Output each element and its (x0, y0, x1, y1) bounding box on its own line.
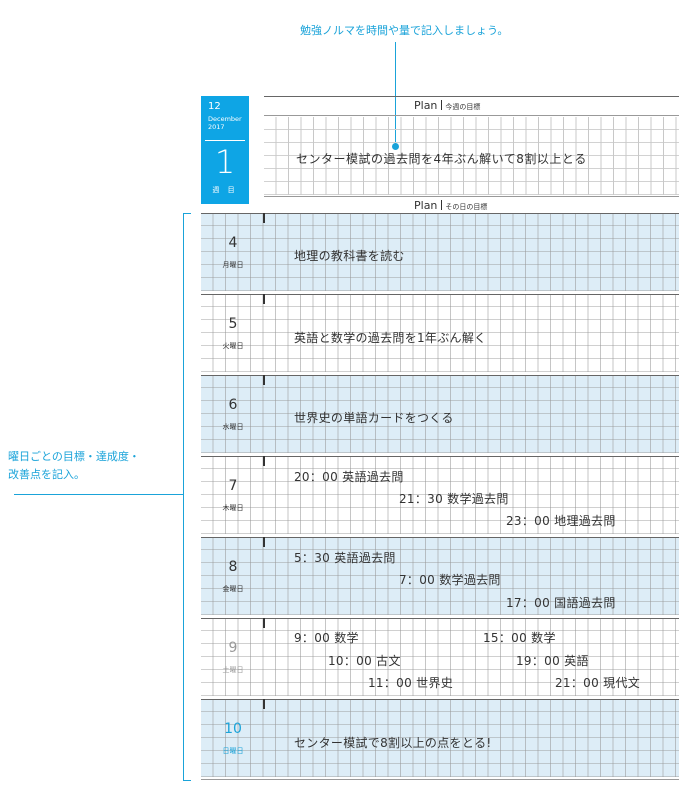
week-plan-rule (264, 115, 679, 116)
day-marker (263, 699, 265, 709)
day-marker (263, 213, 265, 223)
day-top-rule (201, 375, 679, 376)
day-entry: 5：30 英語過去問 (294, 551, 396, 565)
day-marker (263, 375, 265, 385)
day-row-monday[interactable]: 4 月曜日 地理の教科書を読む (201, 213, 679, 291)
week-goal-text: センター模試の過去問を4年ぶん解いて8割以上とる (296, 152, 587, 166)
day-top-rule (201, 699, 679, 700)
day-entry: 世界史の単語カードをつくる (294, 411, 454, 425)
badge-divider (205, 140, 245, 141)
badge-week-number: 1 (214, 143, 236, 181)
day-entry: 23：00 地理過去問 (506, 514, 616, 528)
day-plan-heading-bar (441, 200, 443, 210)
day-weekday-label: 日曜日 (222, 747, 244, 755)
day-entry: 7：00 数学過去問 (399, 573, 501, 587)
week-plan-heading-text: Plan (414, 99, 438, 112)
day-marker (263, 618, 265, 628)
day-top-rule (201, 294, 679, 295)
day-entry: 20：00 英語過去問 (294, 470, 404, 484)
day-weekday-label: 木曜日 (222, 504, 244, 512)
week-badge: 12 December 2017 1 週 目 (201, 96, 249, 204)
badge-month-year: December 2017 (208, 115, 242, 131)
badge-week-label: 週 目 (212, 186, 238, 194)
week-plan-heading-bar (441, 100, 443, 110)
week-plan-top-rule (264, 96, 679, 97)
day-entry: 11：00 世界史 (368, 676, 454, 690)
day-entry: 19：00 英語 (516, 654, 589, 668)
day-top-rule (201, 537, 679, 538)
day-plan-subheading: その日の目標 (445, 203, 488, 211)
day-row-saturday[interactable]: 9 土曜日 9：00 数学 10：00 古文 11：00 世界史 15：00 数… (201, 618, 679, 696)
day-number: 9 (228, 640, 238, 656)
day-entry: 15：00 数学 (483, 631, 556, 645)
left-bracket-leader-line (14, 494, 183, 495)
day-row-thursday[interactable]: 7 木曜日 20：00 英語過去問 21：30 数学過去問 23：00 地理過去… (201, 456, 679, 534)
badge-year: 2017 (208, 123, 225, 131)
day-marker (263, 294, 265, 304)
day-number: 5 (228, 316, 238, 332)
day-entry: センター模試で8割以上の点をとる! (294, 736, 492, 750)
week-goal-bottom-rule (264, 196, 679, 197)
day-weekday-label: 金曜日 (222, 585, 244, 593)
day-grid (201, 618, 679, 696)
day-row-sunday[interactable]: 10 日曜日 センター模試で8割以上の点をとる! (201, 699, 679, 777)
left-bracket (183, 213, 191, 781)
day-row-friday[interactable]: 8 金曜日 5：30 英語過去問 7：00 数学過去問 17：00 国語過去問 (201, 537, 679, 615)
day-entry: 21：30 数学過去問 (399, 492, 509, 506)
week-plan-heading: Plan 今週の目標 (414, 99, 480, 112)
day-number: 8 (228, 559, 238, 575)
day-marker (263, 456, 265, 466)
day-grid (201, 375, 679, 453)
day-row-wednesday[interactable]: 6 水曜日 世界史の単語カードをつくる (201, 375, 679, 453)
day-entry: 英語と数学の過去問を1年ぶん解く (294, 331, 487, 345)
day-number: 4 (228, 235, 238, 251)
day-row-tuesday[interactable]: 5 火曜日 英語と数学の過去問を1年ぶん解く (201, 294, 679, 372)
badge-month: 12 (208, 101, 221, 112)
top-annotation-leader-line (395, 42, 396, 146)
day-entry: 9：00 数学 (294, 631, 359, 645)
day-weekday-label: 火曜日 (222, 342, 244, 350)
day-grid (201, 699, 679, 777)
day-plan-heading-text: Plan (414, 199, 438, 212)
top-annotation: 勉強ノルマを時間や量で記入しましょう。 (300, 24, 509, 37)
day-grid (201, 537, 679, 615)
day-number: 6 (228, 397, 238, 413)
day-marker (263, 537, 265, 547)
day-grid (201, 294, 679, 372)
day-entry: 17：00 国語過去問 (506, 596, 616, 610)
badge-month-name: December (208, 115, 242, 123)
day-weekday-label: 土曜日 (222, 666, 244, 674)
day-top-rule (201, 213, 679, 214)
day-entry: 地理の教科書を読む (294, 249, 405, 263)
bottom-rule (201, 779, 679, 780)
week-goal-grid[interactable] (264, 117, 679, 195)
day-plan-heading: Plan その日の目標 (414, 199, 487, 212)
left-annotation-line2: 改善点を記入。 (8, 468, 85, 481)
day-entry: 10：00 古文 (328, 654, 401, 668)
day-grid (201, 213, 679, 291)
day-number: 10 (224, 721, 242, 737)
day-grid (201, 456, 679, 534)
day-top-rule (201, 456, 679, 457)
day-entry: 21：00 現代文 (555, 676, 641, 690)
day-weekday-label: 水曜日 (222, 423, 244, 431)
week-plan-subheading: 今週の目標 (445, 103, 481, 111)
left-annotation-line1: 曜日ごとの目標・達成度・ (8, 450, 140, 463)
left-annotation: 曜日ごとの目標・達成度・ 改善点を記入。 (8, 448, 188, 484)
day-top-rule (201, 618, 679, 619)
day-number: 7 (228, 478, 238, 494)
day-weekday-label: 月曜日 (222, 261, 244, 269)
